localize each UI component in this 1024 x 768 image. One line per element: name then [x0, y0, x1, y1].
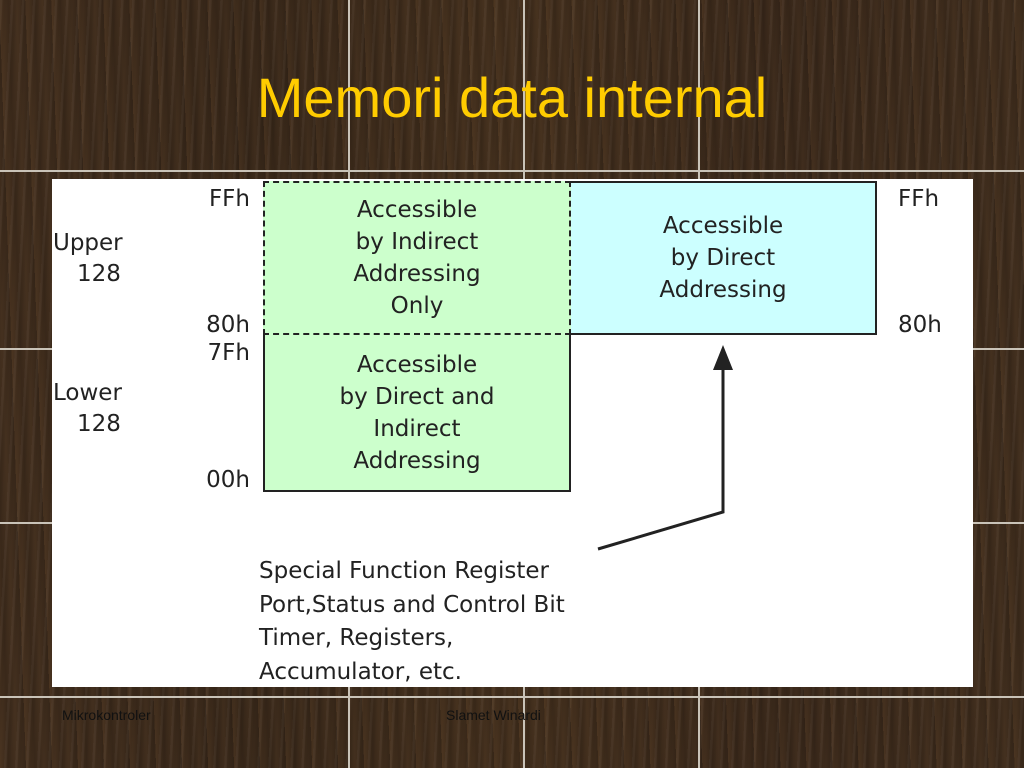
background-seam: [0, 696, 1024, 698]
sfr-line: Port,Status and Control Bit: [259, 591, 565, 618]
slide-title: Memori data internal: [256, 66, 768, 129]
region-label-lower-line1: Lower: [53, 380, 122, 406]
upper-direct-sfr-box: Accessible by Direct Addressing: [571, 181, 877, 335]
region-label-lower-line2: 128: [77, 411, 121, 437]
address-label-ffh-right: FFh: [898, 186, 940, 212]
arrow-line: [597, 364, 725, 551]
sfr-line: Special Function Register: [259, 558, 550, 584]
address-label-80h-left: 80h: [206, 312, 250, 338]
background-seam: [0, 170, 1024, 172]
sfr-line: Accumulator, etc.: [259, 658, 462, 685]
address-label-00h: 00h: [206, 467, 250, 493]
address-label-7fh: 7Fh: [207, 340, 250, 366]
memory-diagram-panel: FFh Upper 128 80h 7Fh Lower 128 00h Acce…: [52, 179, 973, 687]
region-label-upper-line1: Upper: [53, 230, 123, 256]
arrow-head: [713, 345, 733, 370]
footer-left-text: Mikrokontroler: [62, 707, 151, 723]
lower-ram-box: Accessible by Direct and Indirect Addres…: [263, 335, 571, 492]
sfr-description: Special Function Register Port,Status an…: [259, 555, 565, 689]
region-label-upper-line2: 128: [77, 261, 121, 287]
sfr-line: Timer, Registers,: [259, 625, 454, 651]
footer-center-text: Slamet Winardi: [446, 707, 541, 723]
upper-indirect-box: Accessible by Indirect Addressing Only: [263, 181, 571, 335]
address-label-ffh-left: FFh: [208, 186, 250, 212]
address-label-80h-right: 80h: [898, 312, 942, 338]
